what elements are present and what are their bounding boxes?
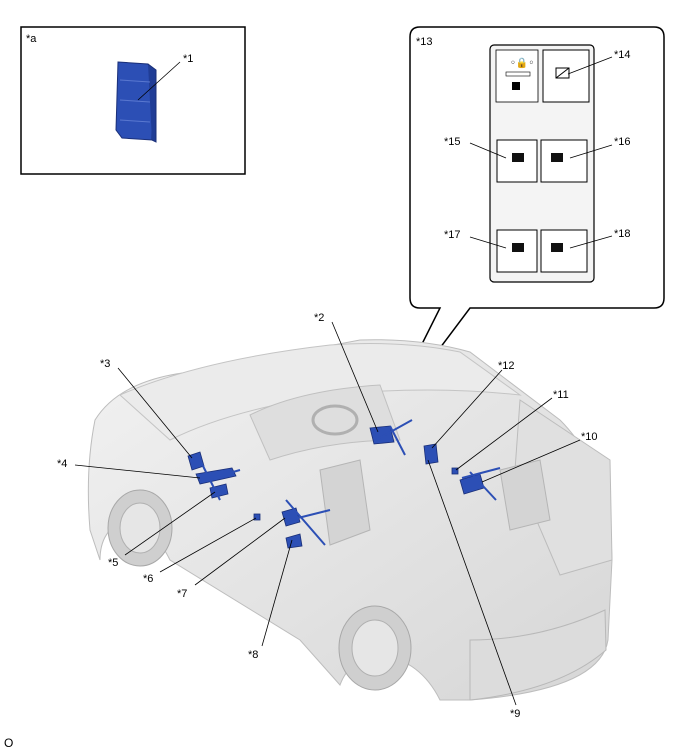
part-label-2: *2 [314,312,324,324]
part-label-18: *18 [614,228,631,240]
part-label-17: *17 [444,229,461,241]
part-label-8: *8 [248,649,258,661]
switch-18 [540,229,588,273]
part-label-3: *3 [100,358,110,370]
highlighted-components [187,419,501,549]
part-label-10: *10 [581,431,598,443]
leader-line-1 [137,61,181,101]
part-label-1: *1 [183,53,193,65]
vehicle-illustration [87,339,613,701]
switch-15 [496,139,538,183]
ecu-module-icon [115,61,157,143]
footer-code: O [4,736,14,750]
part-label-7: *7 [177,588,187,600]
inset-a-panel: *a *1 [20,26,246,175]
part-label-9: *9 [510,708,520,720]
window-auto-icon [551,243,563,252]
part-label-5: *5 [108,557,118,569]
part-label-12: *12 [498,360,515,372]
part-label-11: *11 [553,389,569,401]
inset-13-label: *13 [416,36,433,48]
lock-icon: ◦🔒◦ [510,57,534,69]
part-label-6: *6 [143,573,153,585]
unlock-icon [512,82,520,90]
inset-a-label: *a [26,33,37,45]
switch-16 [540,139,588,183]
window-auto-icon [512,153,524,162]
window-auto-icon [512,243,524,252]
part-label-16: *16 [614,136,631,148]
inset-13-panel: *13 ◦🔒◦ *14 *15 *16 *17 *18 [379,26,665,429]
window-auto-icon [551,153,563,162]
part-label-4: *4 [57,458,67,470]
callout-labels [74,321,581,706]
part-label-14: *14 [614,49,631,61]
part-label-15: *15 [444,136,461,148]
